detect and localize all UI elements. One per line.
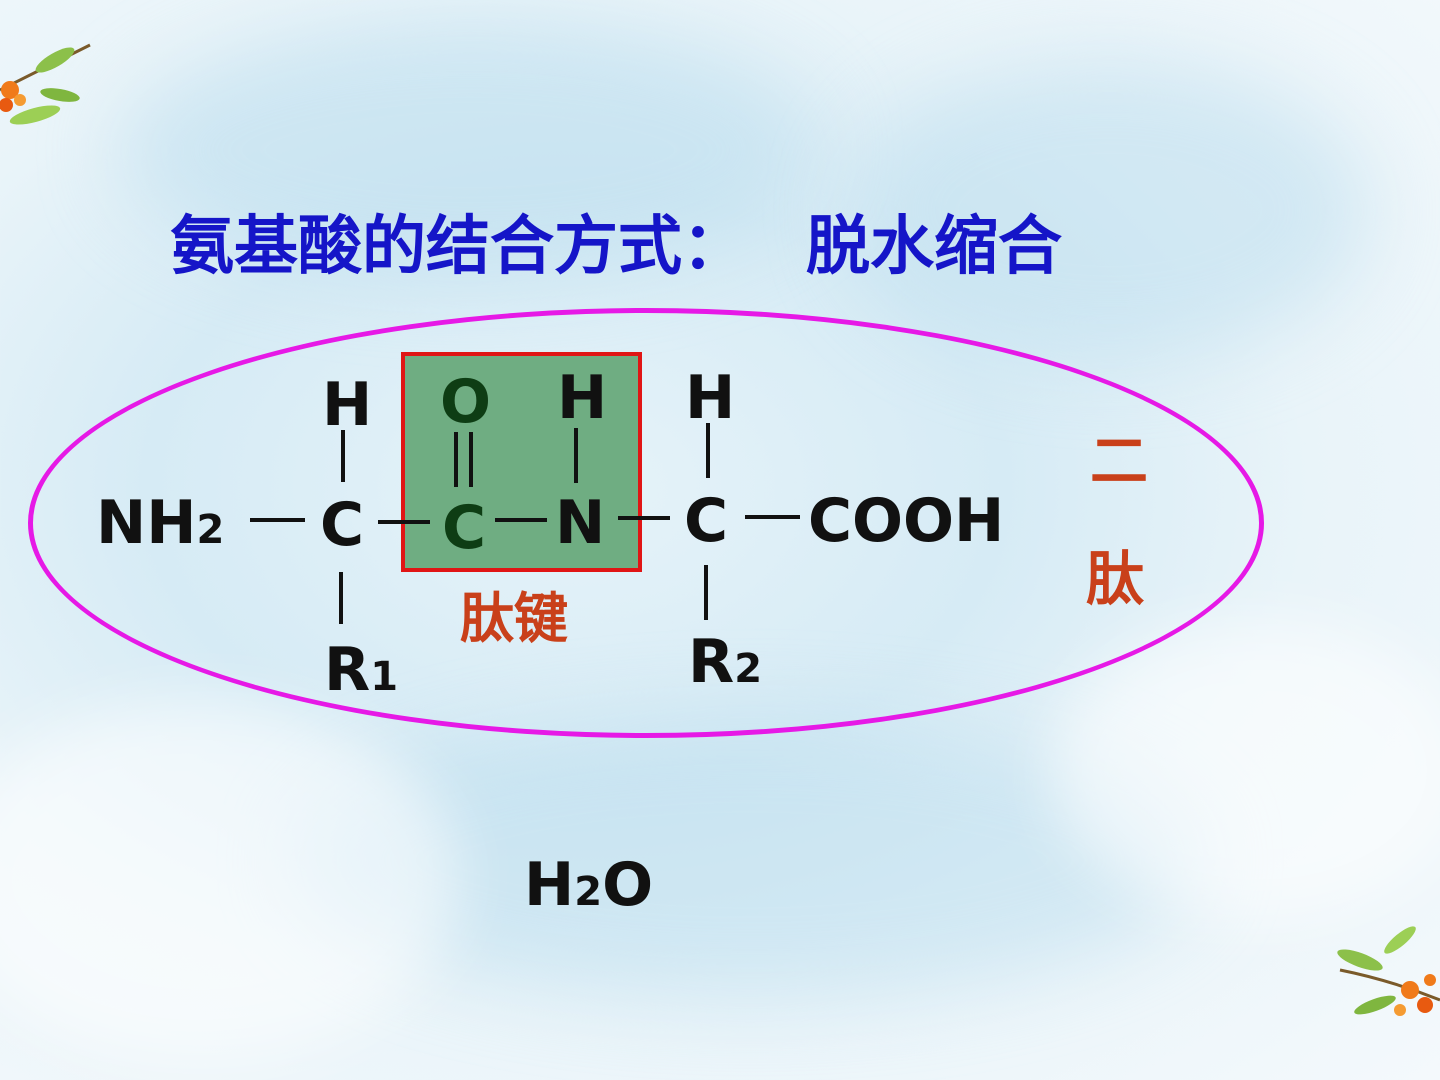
bond-h3-c3	[706, 423, 710, 478]
bond-c1-r1	[339, 572, 343, 624]
peptide-bond-box	[401, 352, 642, 572]
bond-c3-r2	[704, 565, 708, 620]
dipeptide-label-line2: 肽	[1086, 545, 1145, 613]
flower-decoration-top-left	[0, 43, 91, 125]
title-prefix: 氨基酸的结合方式：	[170, 210, 746, 284]
slide-title: 氨基酸的结合方式：脱水缩合	[170, 215, 1062, 279]
bond-c2-n	[495, 518, 547, 522]
bond-n-c3	[618, 516, 670, 520]
atom-h3: H	[685, 363, 736, 433]
atom-r1: R1	[324, 635, 399, 705]
peptide-bond-label: 肽键	[460, 587, 568, 650]
atom-nh2: NH2	[96, 488, 225, 558]
atom-c1: C	[320, 490, 365, 560]
bond-c3-cooh	[745, 515, 800, 519]
background-cloud	[0, 700, 460, 1060]
background-cloud	[850, 60, 1370, 360]
dipeptide-ellipse	[28, 308, 1264, 738]
bond-c2-o-double-2	[469, 432, 473, 487]
atom-r2: R2	[688, 627, 763, 697]
water-molecule: H2O	[524, 850, 654, 920]
title-method: 脱水缩合	[806, 210, 1062, 284]
background-cloud	[120, 20, 820, 280]
atom-cooh: COOH	[808, 486, 1005, 556]
dipeptide-label-line1: 二	[1090, 427, 1149, 495]
atom-c2: C	[442, 493, 487, 563]
bond-h1-c1	[341, 430, 345, 482]
flower-decoration-bottom-right	[1337, 926, 1440, 1016]
atom-h2: H	[557, 363, 608, 433]
background-cloud	[1050, 620, 1440, 920]
bond-c1-c2	[378, 520, 430, 524]
bond-n-h2	[574, 428, 578, 483]
atom-h1: H	[322, 370, 373, 440]
atom-o: O	[440, 367, 492, 437]
atom-c3: C	[684, 486, 729, 556]
bond-c2-o-double-1	[454, 432, 458, 487]
bond-nh2-c1	[250, 518, 305, 522]
atom-n: N	[555, 488, 606, 558]
